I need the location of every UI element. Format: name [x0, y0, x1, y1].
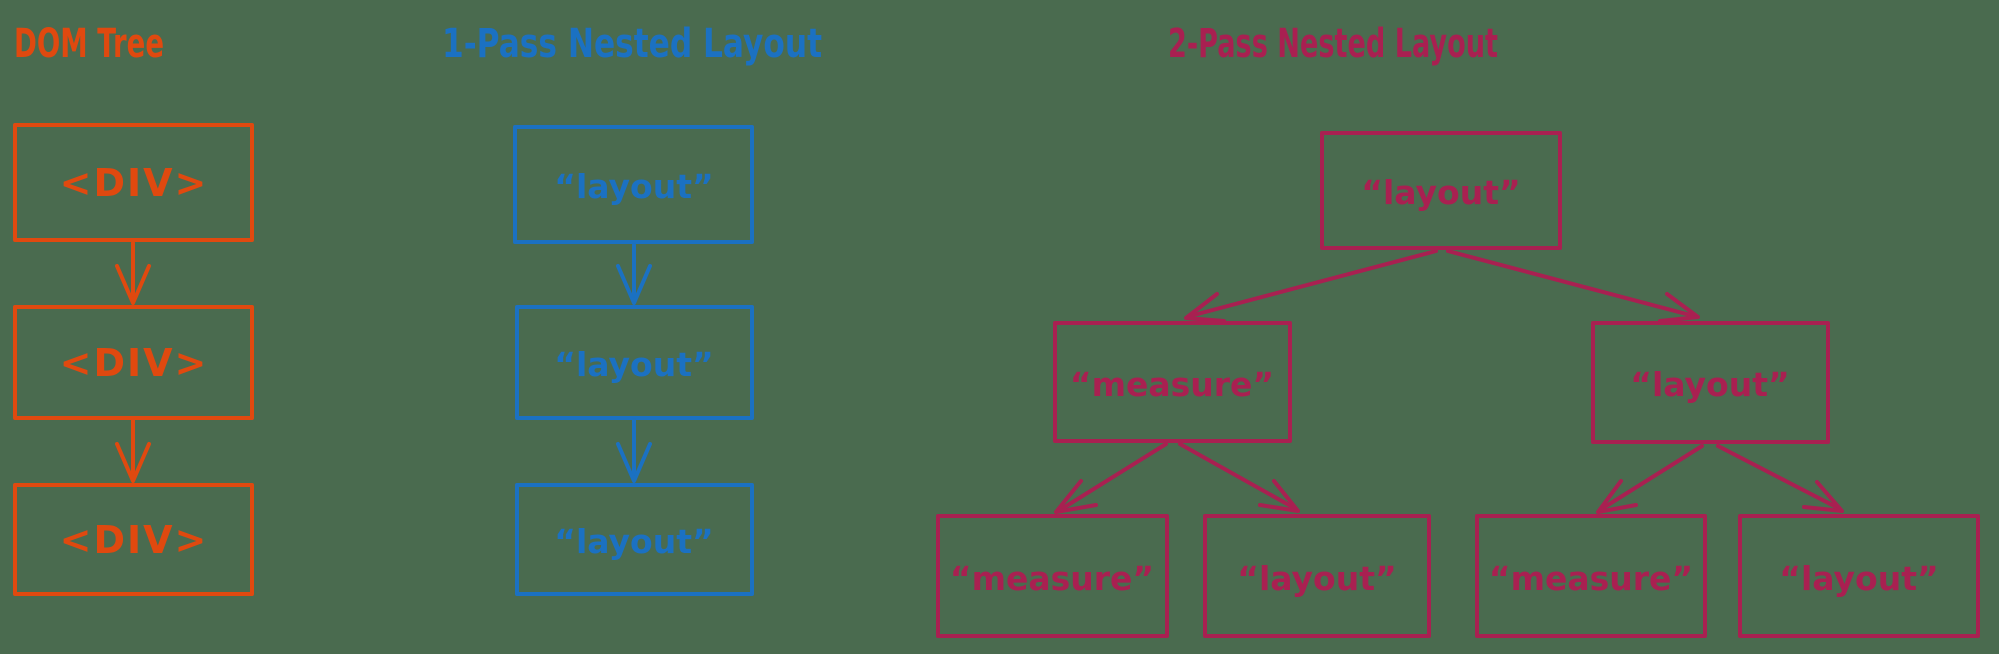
one-pass-node-box — [515, 305, 754, 420]
diagram-one-pass: 1-Pass Nested Layout “layout” “layout” “… — [442, 21, 822, 596]
dom-tree-title: DOM Tree — [14, 21, 164, 67]
one-pass-node-box — [513, 125, 754, 244]
two-pass-layout-box — [1738, 514, 1980, 638]
dom-node-box — [13, 483, 254, 596]
two-pass-title: 2-Pass Nested Layout — [1168, 21, 1498, 67]
dom-node-box — [13, 305, 254, 420]
one-pass-node-box — [515, 483, 754, 596]
diagram-two-pass: 2-Pass Nested Layout “layout” “measure” … — [936, 21, 1980, 638]
two-pass-arrowhead-icon — [1658, 292, 1700, 323]
two-pass-layout-label: “layout” — [1779, 559, 1938, 598]
one-pass-node-label: “layout” — [554, 167, 713, 206]
two-pass-measure-box — [936, 514, 1169, 638]
two-pass-measure-label: “measure” — [1070, 365, 1274, 404]
two-pass-edge — [1058, 442, 1168, 512]
diagram-dom-tree: DOM Tree <DIV> <DIV> <DIV> — [13, 21, 254, 596]
two-pass-layout-box — [1591, 321, 1830, 444]
dom-node-label: <DIV> — [60, 341, 209, 385]
two-pass-arrowhead-icon — [1596, 479, 1638, 514]
dom-node-label: <DIV> — [60, 518, 209, 562]
one-pass-node-label: “layout” — [554, 345, 713, 384]
two-pass-layout-box — [1203, 514, 1431, 638]
dom-node-box — [13, 123, 254, 242]
one-pass-arrowhead-icon — [616, 442, 652, 483]
two-pass-arrowhead-icon — [1054, 479, 1098, 514]
two-pass-arrowhead-icon — [1802, 480, 1844, 513]
two-pass-measure-label: “measure” — [950, 559, 1154, 598]
one-pass-arrowhead-icon — [616, 264, 652, 305]
one-pass-title: 1-Pass Nested Layout — [442, 21, 822, 67]
two-pass-measure-box — [1053, 321, 1292, 443]
two-pass-measure-label: “measure” — [1489, 559, 1693, 598]
two-pass-edge — [1178, 442, 1298, 511]
two-pass-root-box — [1320, 131, 1562, 250]
two-pass-arrowhead-icon — [1184, 292, 1226, 323]
two-pass-edge — [1716, 444, 1842, 511]
dom-arrowhead-icon — [115, 264, 151, 305]
two-pass-edge — [1446, 249, 1696, 318]
two-pass-layout-label: “layout” — [1237, 559, 1396, 598]
two-pass-layout-label: “layout” — [1630, 365, 1789, 404]
dom-arrowhead-icon — [115, 442, 151, 483]
two-pass-edge — [1188, 249, 1438, 318]
two-pass-root-label: “layout” — [1361, 173, 1520, 212]
one-pass-node-label: “layout” — [554, 522, 713, 561]
two-pass-measure-box — [1475, 514, 1707, 638]
two-pass-edge — [1598, 444, 1704, 512]
two-pass-arrowhead-icon — [1258, 479, 1300, 513]
dom-node-label: <DIV> — [60, 161, 209, 205]
